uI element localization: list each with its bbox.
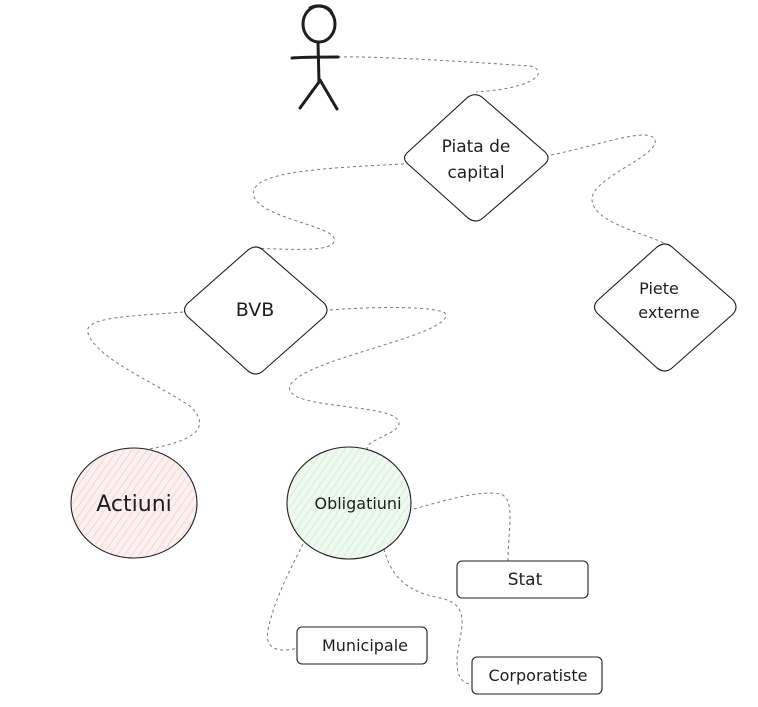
stick-figure-icon <box>290 4 340 111</box>
node-obligatiuni-label: Obligatiuni <box>314 494 401 513</box>
node-actiuni-label: Actiuni <box>96 492 172 517</box>
node-municipale[interactable]: Municipale <box>296 626 428 665</box>
node-piete-line1: Piete <box>639 279 679 298</box>
node-corporatiste-label: Corporatiste <box>488 666 587 685</box>
connector-obligatiuni-municipale <box>266 543 304 651</box>
connector-obligatiuni-corporatiste <box>383 548 477 685</box>
connector-obligatiuni-stat <box>413 492 511 562</box>
node-piata-de-capital[interactable]: Piata de capital <box>403 94 549 222</box>
node-bvb[interactable]: BVB <box>183 246 328 375</box>
node-stat-label: Stat <box>508 570 543 590</box>
connector-piata-piete <box>550 134 665 244</box>
node-obligatiuni[interactable]: Obligatiuni <box>286 446 412 560</box>
node-actiuni[interactable]: Actiuni <box>70 447 198 559</box>
node-piete-line2: externe <box>638 303 699 322</box>
node-bvb-label: BVB <box>236 299 274 321</box>
connector-actor-piata <box>337 56 539 93</box>
connector-bvb-actiuni <box>87 311 201 453</box>
connector-piata-bvb <box>253 163 405 250</box>
node-piete-externe[interactable]: Piete externe <box>593 243 737 372</box>
node-piata-line2: capital <box>447 163 504 183</box>
node-stat[interactable]: Stat <box>456 560 589 599</box>
node-municipale-label: Municipale <box>322 636 408 655</box>
node-piata-line1: Piata de <box>442 137 511 157</box>
connector-bvb-obligatiuni <box>289 307 447 451</box>
node-corporatiste[interactable]: Corporatiste <box>471 656 603 695</box>
